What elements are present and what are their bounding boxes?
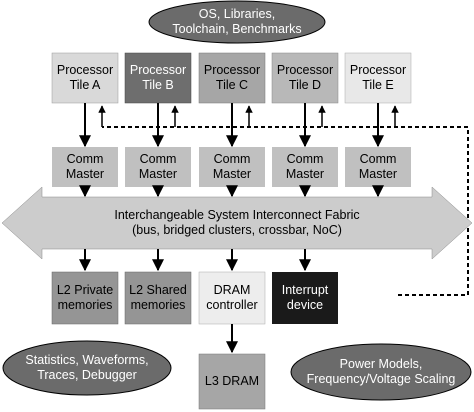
power-models-label: Power Models, Frequency/Voltage Scaling — [296, 357, 466, 387]
comm-master-d — [272, 147, 338, 187]
comm-master-c — [199, 147, 265, 187]
interconnect-fabric-label: Interchangeable System Interconnect Fabr… — [60, 208, 414, 238]
processor-tile-e-line2: Tile E — [362, 78, 394, 92]
comm-master-e-label: Comm Master — [345, 152, 411, 182]
software-stack-ellipse — [148, 0, 326, 44]
debug-tools-label: Statistics, Waveforms, Traces, Debugger — [7, 353, 167, 383]
l2-shared-line1: L2 Shared — [129, 283, 187, 297]
processor-tile-c — [198, 52, 266, 104]
dram-controller-line1: DRAM — [213, 283, 251, 297]
comm-master-a-label: Comm Master — [52, 152, 118, 182]
interrupt-device-box — [272, 272, 338, 324]
processor-tile-b — [124, 52, 192, 104]
interconnect-fabric-line1: Interchangeable System Interconnect Fabr… — [114, 208, 360, 222]
comm-master-b — [125, 147, 191, 187]
comm-master-e-line2: Master — [358, 167, 398, 181]
dram-controller-line2: controller — [206, 298, 258, 312]
l3-dram-box — [198, 353, 266, 410]
comm-master-e — [345, 147, 411, 187]
comm-master-d-label: Comm Master — [272, 152, 338, 182]
dram-controller-box — [198, 271, 266, 325]
l3-dram-label: L3 DRAM — [196, 374, 268, 389]
processor-tile-d — [271, 52, 339, 104]
debug-tools-line2: Traces, Debugger — [37, 368, 137, 382]
software-stack-line1: OS, Libraries, — [198, 7, 276, 21]
l3-dram-text: L3 DRAM — [204, 374, 260, 388]
processor-tile-d-label: Processor Tile D — [272, 63, 338, 93]
processor-tile-a-line1: Processor — [56, 63, 114, 77]
debug-tools-ellipse — [2, 340, 172, 396]
comm-master-d-line1: Comm — [286, 152, 324, 166]
comm-master-d-line2: Master — [285, 167, 325, 181]
comm-master-b-line2: Master — [138, 167, 178, 181]
comm-master-a-line1: Comm — [66, 152, 104, 166]
l2-shared-line2: memories — [130, 298, 186, 312]
comm-master-a-line2: Master — [65, 167, 105, 181]
power-models-ellipse — [290, 343, 472, 401]
interconnect-fabric-line2: (bus, bridged clusters, crossbar, NoC) — [132, 223, 342, 237]
processor-tile-c-line2: Tile C — [215, 78, 249, 92]
processor-tile-a-label: Processor Tile A — [52, 63, 118, 93]
processor-tile-c-line1: Processor — [203, 63, 261, 77]
processor-tile-e-line1: Processor — [349, 63, 407, 77]
processor-tile-e-label: Processor Tile E — [345, 63, 411, 93]
interconnect-fabric-arrow — [1, 186, 473, 260]
software-stack-label: OS, Libraries, Toolchain, Benchmarks — [149, 7, 325, 37]
l2-private-memories-box — [51, 271, 119, 325]
processor-tile-b-line2: Tile B — [142, 78, 174, 92]
comm-master-e-line1: Comm — [359, 152, 397, 166]
l2-private-memories-label: L2 Private memories — [49, 283, 121, 313]
power-models-line2: Frequency/Voltage Scaling — [306, 372, 456, 386]
interrupt-device-line2: device — [286, 298, 324, 312]
comm-master-c-line1: Comm — [213, 152, 251, 166]
interrupt-device-line1: Interrupt — [281, 283, 329, 297]
processor-tile-a-line2: Tile A — [69, 78, 101, 92]
comm-master-b-line1: Comm — [139, 152, 177, 166]
l2-shared-memories-box — [124, 271, 192, 325]
processor-tile-d-line1: Processor — [276, 63, 334, 77]
dram-controller-label: DRAM controller — [196, 283, 268, 313]
comm-master-c-line2: Master — [212, 167, 252, 181]
power-models-line1: Power Models, — [339, 357, 423, 371]
interrupt-device-label: Interrupt device — [269, 283, 341, 313]
l2-private-line2: memories — [57, 298, 113, 312]
interrupt-dashed-line — [102, 126, 469, 296]
processor-tile-a — [51, 52, 119, 104]
l2-private-line1: L2 Private — [56, 283, 114, 297]
processor-tile-c-label: Processor Tile C — [199, 63, 265, 93]
processor-tile-d-line2: Tile D — [288, 78, 322, 92]
l2-shared-memories-label: L2 Shared memories — [122, 283, 194, 313]
software-stack-line2: Toolchain, Benchmarks — [172, 22, 302, 36]
debug-tools-line1: Statistics, Waveforms, — [25, 353, 149, 367]
processor-tile-b-label: Processor Tile B — [125, 63, 191, 93]
processor-tile-b-line1: Processor — [129, 63, 187, 77]
comm-master-b-label: Comm Master — [125, 152, 191, 182]
comm-master-a — [52, 147, 118, 187]
comm-master-c-label: Comm Master — [199, 152, 265, 182]
